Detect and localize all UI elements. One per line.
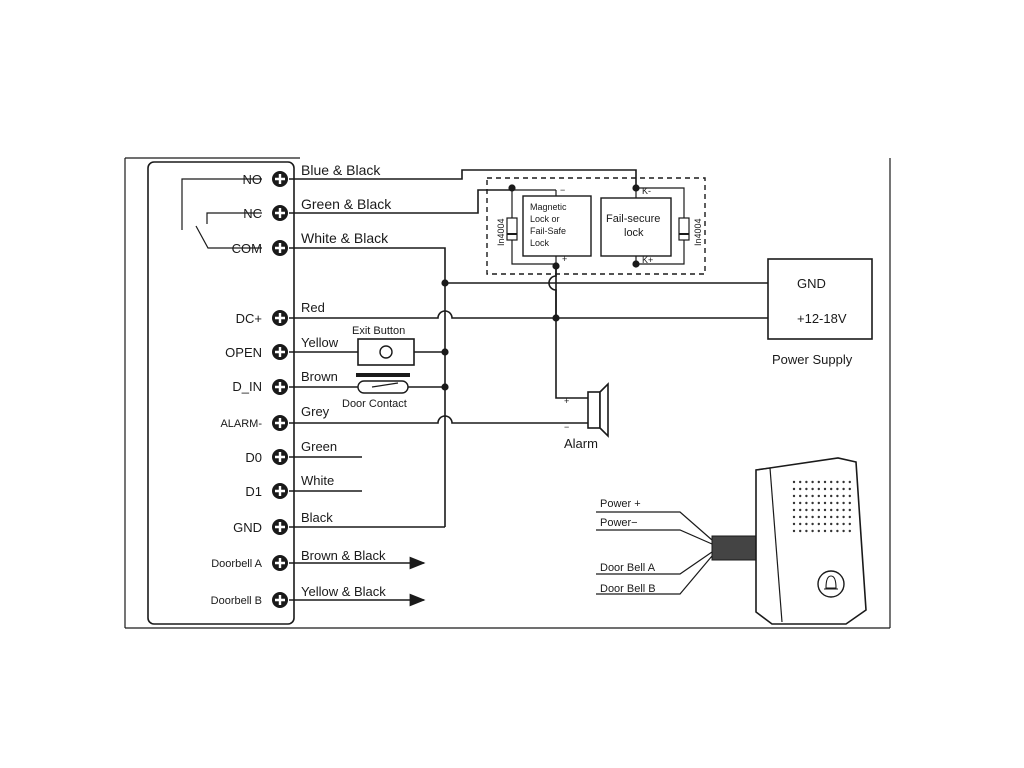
doorbell-power-minus-label: Power− <box>600 517 638 529</box>
bell-icon <box>817 570 845 598</box>
terminal-screw-icon-alarm-minus <box>272 415 288 431</box>
terminal-d1-label: D1 <box>245 484 262 499</box>
wire-d0-label: Green <box>301 439 337 454</box>
terminal-open-label: OPEN <box>225 345 262 360</box>
fs-lock-k-minus-label: K- <box>642 186 651 196</box>
terminal-screw-icon-gnd <box>272 519 288 535</box>
mag-lock-line-4: Lock <box>530 238 550 248</box>
controller-board <box>147 161 295 625</box>
wire-gnd-label: Black <box>301 510 333 525</box>
doorbell-bell-b-label: Door Bell B <box>600 583 656 595</box>
doorbell-power-plus-label: Power + <box>600 498 641 510</box>
terminal-screw-icon-no <box>272 171 288 187</box>
doorbell-bell-a-label: Door Bell A <box>600 562 656 574</box>
diode-left-label: In4004 <box>496 218 506 246</box>
mag-lock-line-3: Fail-Safe <box>530 226 566 236</box>
terminal-alarm-minus-label: ALARM- <box>220 418 262 430</box>
terminal-com-label: COM <box>232 241 262 256</box>
fs-lock-line-1: Fail-secure <box>606 213 660 225</box>
power-supply-label: Power Supply <box>772 352 853 367</box>
wire-com-label: White & Black <box>301 230 389 246</box>
mag-lock-minus-label: − <box>560 185 565 195</box>
terminal-screw-icon-dc-plus <box>272 310 288 326</box>
terminal-screw-icon-doorbell-b <box>272 592 288 608</box>
mag-lock-line-2: Lock or <box>530 214 560 224</box>
exit-button-symbol <box>357 338 415 366</box>
power-supply-voltage-label: +12-18V <box>797 311 847 326</box>
terminal-screw-icon-nc <box>272 205 288 221</box>
doorbell-grille <box>792 480 851 533</box>
terminal-screw-icon-d0 <box>272 449 288 465</box>
door-contact-label: Door Contact <box>342 398 407 410</box>
terminal-screw-icon-com <box>272 240 288 256</box>
terminal-doorbell-a-label: Doorbell A <box>211 558 262 570</box>
terminal-screws <box>272 171 793 608</box>
outer-frame <box>124 157 891 629</box>
wire-open-label: Yellow <box>301 335 339 350</box>
terminal-screw-icon-open <box>272 344 288 360</box>
terminal-no-label: NO <box>243 172 263 187</box>
terminal-screw-icon-d1 <box>272 483 288 499</box>
lock-group <box>486 177 706 275</box>
wire-alarm-label: Grey <box>301 404 330 419</box>
terminal-dc-plus-label: DC+ <box>236 311 262 326</box>
wire-nc-label: Green & Black <box>301 196 392 212</box>
terminal-screw-icon-d-in <box>272 379 288 395</box>
fs-lock-line-2: lock <box>624 227 644 239</box>
power-supply-gnd-label: GND <box>797 276 826 291</box>
mag-lock-plus-label: + <box>562 254 567 264</box>
wire-doorbell-a-label: Brown & Black <box>301 548 386 563</box>
exit-button-label: Exit Button <box>352 325 405 337</box>
wire-no-label: Blue & Black <box>301 162 381 178</box>
wire-d-in-label: Brown <box>301 369 338 384</box>
terminal-d0-label: D0 <box>245 450 262 465</box>
alarm-symbol <box>587 382 609 438</box>
fs-lock-k-plus-label: K+ <box>642 255 653 265</box>
terminal-d-in-label: D_IN <box>232 379 262 394</box>
alarm-label: Alarm <box>564 436 598 451</box>
alarm-plus-label: + <box>564 396 569 406</box>
alarm-minus-label: − <box>564 422 569 432</box>
door-contact-symbol <box>356 373 410 394</box>
relay-symbol <box>181 178 262 249</box>
diode-right-label: In4004 <box>693 218 703 246</box>
power-supply-box <box>767 258 873 340</box>
mag-lock-line-1: Magnetic <box>530 202 567 212</box>
doorbell-device <box>596 457 867 625</box>
terminal-screw-icon-doorbell-a <box>272 555 288 571</box>
wire-d1-label: White <box>301 473 334 488</box>
wire-doorbell-b-label: Yellow & Black <box>301 584 386 599</box>
wire-dc-plus-label: Red <box>301 300 325 315</box>
terminal-gnd-label: GND <box>233 520 262 535</box>
terminal-doorbell-b-label: Doorbell B <box>211 595 262 607</box>
terminal-nc-label: NC <box>243 206 262 221</box>
